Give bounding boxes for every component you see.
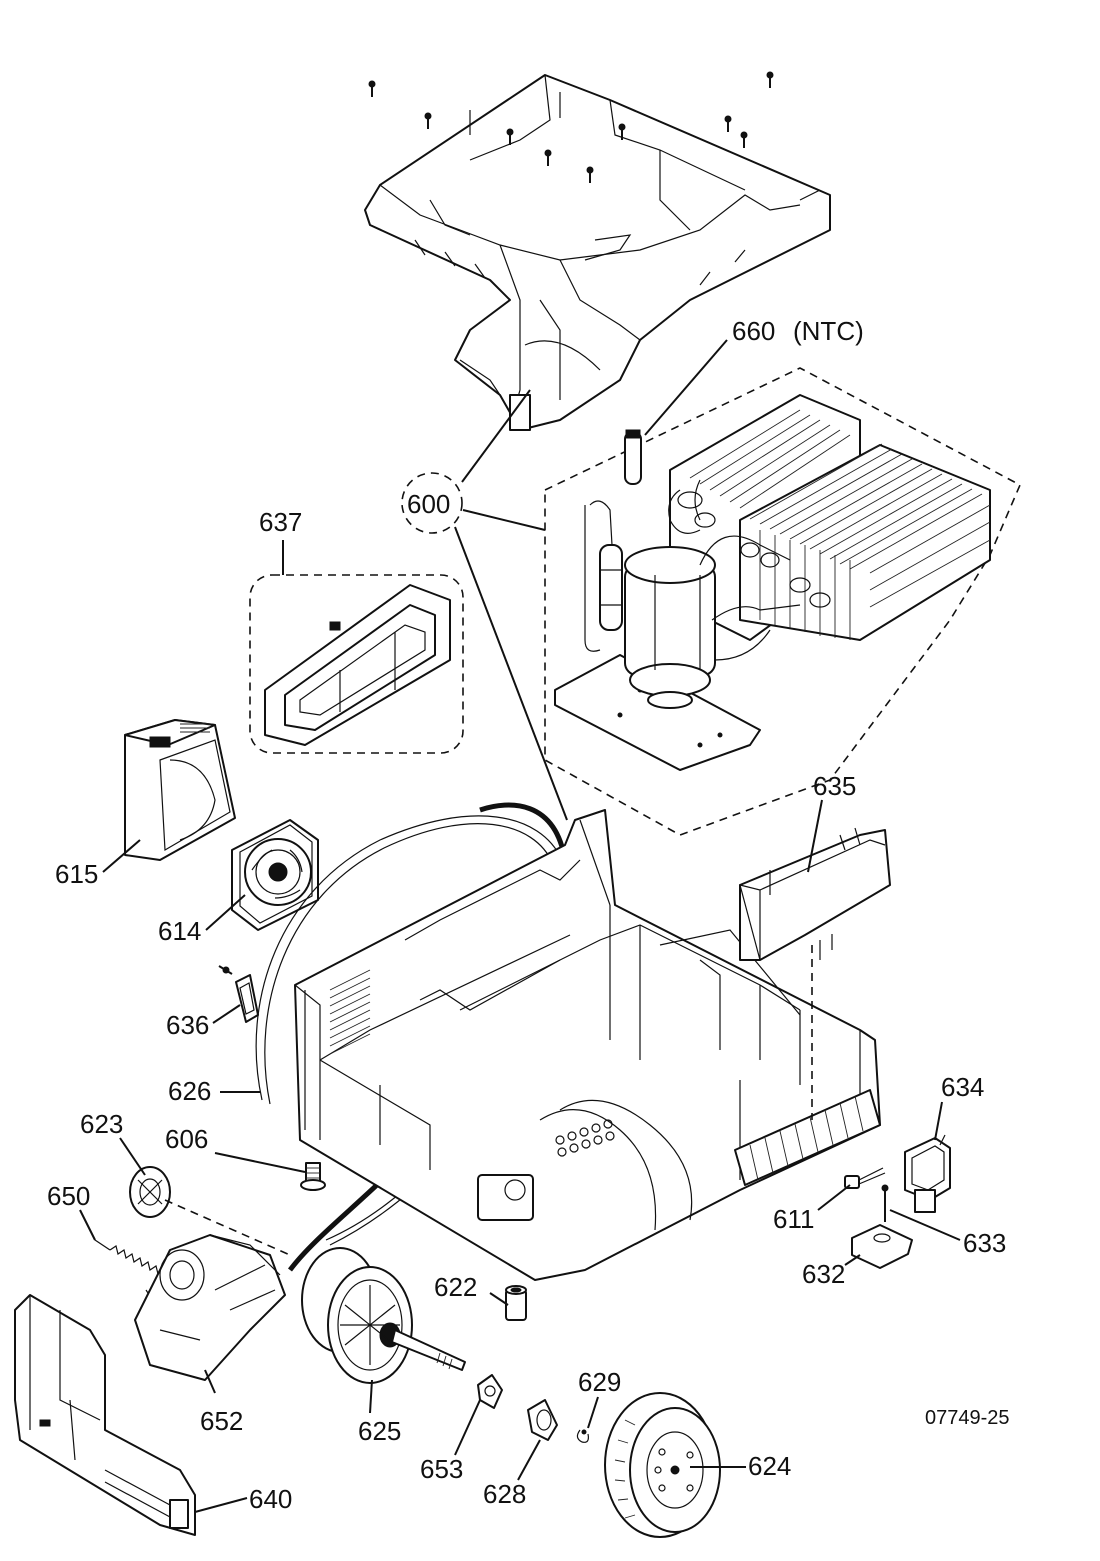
- refrigeration-unit-group: [544, 367, 1022, 836]
- label-614: 614: [158, 916, 201, 946]
- retaining-clip: [576, 1429, 589, 1443]
- label-634: 634: [941, 1072, 984, 1102]
- callout-circle-600: [401, 472, 463, 534]
- side-panel: [14, 1294, 196, 1536]
- fan-bracket: [124, 719, 236, 861]
- document-code: 07749-25: [925, 1407, 1010, 1429]
- label-652: 652: [200, 1406, 243, 1436]
- drain-pump: [904, 1134, 951, 1213]
- label-653: 653: [420, 1454, 463, 1484]
- wheel: [604, 1392, 721, 1538]
- label-635: 635: [813, 771, 856, 801]
- float-cap: [851, 1224, 913, 1269]
- label-625: 625: [358, 1416, 401, 1446]
- label-626: 626: [168, 1076, 211, 1106]
- drive-flange-plate: [477, 1374, 503, 1409]
- label-640: 640: [249, 1484, 292, 1514]
- label-628: 628: [483, 1479, 526, 1509]
- label-636: 636: [166, 1010, 209, 1040]
- drive-motor: [301, 1247, 466, 1384]
- condensate-duct-cover: [739, 827, 891, 961]
- top-cover-assembly: [364, 74, 831, 431]
- label-637: 637: [259, 507, 302, 537]
- air-filter-group: [249, 574, 464, 754]
- capacitor: [505, 1285, 527, 1321]
- idler-pulley: [129, 1166, 171, 1218]
- callout-labels: 660 (NTC) 600 637 615 614 636 626 623 60…: [47, 316, 1010, 1514]
- cover-screws: [368, 71, 774, 183]
- mounting-screw: [300, 1162, 326, 1191]
- motor-bracket: [134, 1234, 286, 1381]
- wire-connector: [844, 1167, 886, 1189]
- label-650: 650: [47, 1181, 90, 1211]
- label-629: 629: [578, 1367, 621, 1397]
- label-600: 600: [407, 489, 450, 519]
- label-611: 611: [773, 1204, 814, 1234]
- axial-fan: [231, 819, 319, 931]
- filter-grate: [555, 1119, 615, 1157]
- label-660: 660: [732, 316, 775, 346]
- float-cover: [218, 965, 259, 1023]
- exchanger-fins: [689, 409, 991, 640]
- label-632: 632: [802, 1259, 845, 1289]
- main-housing: [294, 809, 881, 1281]
- float-pin: [881, 1184, 889, 1222]
- label-624: 624: [748, 1451, 791, 1481]
- label-660-note: (NTC): [793, 316, 864, 346]
- label-615: 615: [55, 859, 98, 889]
- coupling: [527, 1399, 558, 1441]
- label-622: 622: [434, 1272, 477, 1302]
- ntc-sensor: [624, 429, 642, 485]
- leader-lines: [79, 339, 961, 1513]
- label-633: 633: [963, 1228, 1006, 1258]
- label-606: 606: [165, 1124, 208, 1154]
- label-623: 623: [80, 1109, 123, 1139]
